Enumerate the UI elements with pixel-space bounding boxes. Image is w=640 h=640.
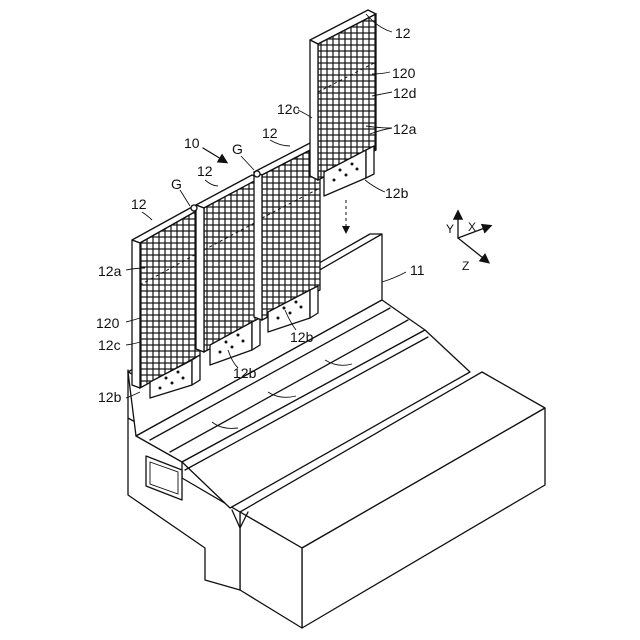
electrode-plate-4 xyxy=(310,10,376,196)
label-12a-left: 12a xyxy=(98,263,122,279)
label-12-left: 12 xyxy=(131,196,147,212)
label-g-upper: G xyxy=(232,141,243,157)
label-120-left: 120 xyxy=(96,315,120,331)
electrode-plate-2 xyxy=(196,175,260,365)
label-12b-mid1: 12b xyxy=(233,365,257,381)
label-g-lower: G xyxy=(171,176,182,192)
label-11: 11 xyxy=(410,262,425,278)
axis-indicator: Y X Z xyxy=(446,212,490,273)
label-12c-top: 12c xyxy=(277,101,300,117)
label-12-mid2: 12 xyxy=(262,125,278,141)
label-120-right: 120 xyxy=(392,65,416,81)
axis-y-label: Y xyxy=(446,222,454,236)
label-12d: 12d xyxy=(393,85,416,101)
label-12-right: 12 xyxy=(395,25,411,41)
axis-z-label: Z xyxy=(462,259,469,273)
label-12-mid1: 12 xyxy=(197,163,213,179)
label-12b-left: 12b xyxy=(98,389,122,405)
assembly-arrow xyxy=(203,148,226,162)
label-12c-left: 12c xyxy=(98,337,121,353)
axis-x-label: X xyxy=(468,220,476,234)
label-12a-right: 12a xyxy=(393,121,417,137)
label-10: 10 xyxy=(184,135,200,151)
label-12b-mid2: 12b xyxy=(290,329,314,345)
label-12b-right: 12b xyxy=(385,185,409,201)
electrode-plate-1 xyxy=(132,207,200,398)
